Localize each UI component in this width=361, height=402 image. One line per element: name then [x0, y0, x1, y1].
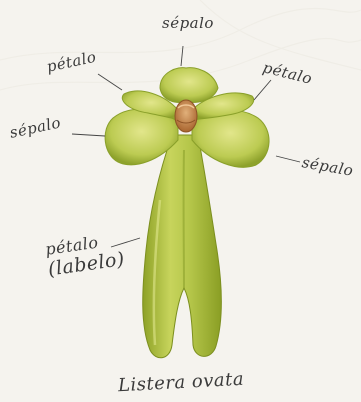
leader-petal-right [254, 80, 271, 100]
label-sepal-top: sépalo [162, 16, 214, 31]
leader-sepal-right [276, 156, 300, 162]
leader-sepal-left [72, 134, 105, 136]
